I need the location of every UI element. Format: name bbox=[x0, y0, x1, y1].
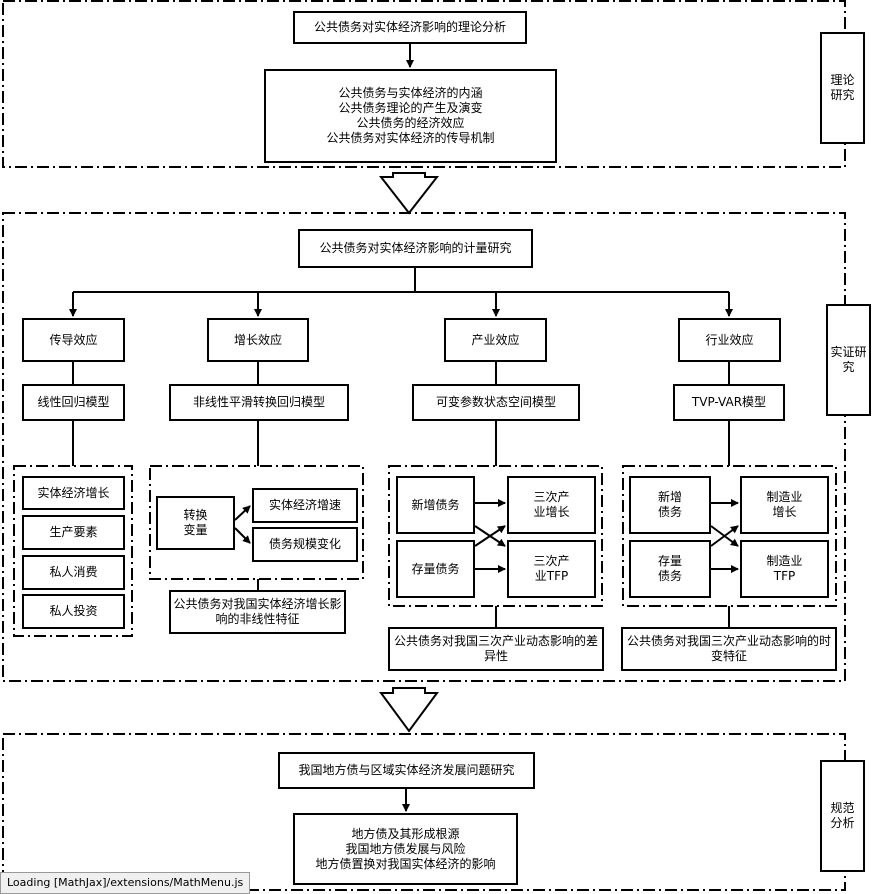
theory-content-box: 公共债务与实体经济的内涵 公共债务理论的产生及演变 公共债务的经济效应 公共债务… bbox=[264, 69, 557, 163]
normative-title-box: 我国地方债与区域实体经济发展问题研究 bbox=[278, 752, 535, 789]
growth-group-frame bbox=[149, 465, 364, 580]
empirical-section-frame bbox=[2, 212, 846, 682]
growth-conclusion-box: 公共债务对我国实体经济增长影 响的非线性特征 bbox=[169, 590, 346, 634]
transmission-model-box: 线性回归模型 bbox=[22, 384, 125, 421]
industry-input-box: 存量债务 bbox=[396, 540, 475, 598]
transmission-item: 私人消费 bbox=[22, 555, 125, 590]
empirical-title-box: 公共债务对实体经济影响的计量研究 bbox=[298, 229, 533, 268]
theory-content: 公共债务与实体经济的内涵 公共债务理论的产生及演变 公共债务的经济效应 公共债务… bbox=[326, 86, 495, 145]
growth-output-box: 债务规模变化 bbox=[252, 527, 358, 562]
growth-output-box: 实体经济增速 bbox=[252, 488, 358, 523]
section-label-empirical: 实证研究 bbox=[826, 304, 871, 416]
industry-output-box: 三次产 业增长 bbox=[507, 476, 596, 534]
normative-title: 我国地方债与区域实体经济发展问题研究 bbox=[298, 763, 515, 777]
transmission-item: 实体经济增长 bbox=[22, 476, 125, 510]
transmission-group-frame bbox=[13, 465, 133, 637]
empirical-title: 公共债务对实体经济影响的计量研究 bbox=[319, 241, 512, 255]
industry-conclusion-box: 公共债务对我国三次产业动态影响的差 异性 bbox=[388, 627, 604, 671]
industry-model-box: 可变参数状态空间模型 bbox=[412, 384, 580, 421]
growth-switch-variable-box: 转换 变量 bbox=[156, 496, 235, 550]
flow-arrow-empirical-to-normative bbox=[379, 687, 439, 733]
section-label-normative: 规范分析 bbox=[820, 760, 865, 872]
normative-content: 地方债及其形成根源 我国地方债发展与风险 地方债置换对我国实体经济的影响 bbox=[315, 826, 496, 871]
mathjax-status-bar: Loading [MathJax]/extensions/MathMenu.js bbox=[0, 872, 251, 894]
transmission-item: 生产要素 bbox=[22, 515, 125, 550]
section-label-theory: 理论研究 bbox=[820, 32, 865, 144]
industry-input-box: 新增债务 bbox=[396, 476, 475, 534]
growth-model-box: 非线性平滑转换回归模型 bbox=[169, 384, 349, 421]
transmission-item: 私人投资 bbox=[22, 594, 125, 629]
sector-input-box: 新增 债务 bbox=[629, 476, 711, 534]
industry-effect-box: 产业效应 bbox=[444, 318, 547, 362]
theory-title: 公共债务对实体经济影响的理论分析 bbox=[313, 20, 506, 34]
sector-model-box: TVP-VAR模型 bbox=[673, 384, 785, 421]
sector-effect-box: 行业效应 bbox=[678, 318, 781, 362]
flow-arrow-theory-to-empirical bbox=[378, 172, 440, 215]
sector-output-box: 制造业 增长 bbox=[740, 476, 829, 534]
sector-input-box: 存量 债务 bbox=[629, 540, 711, 598]
sector-output-box: 制造业 TFP bbox=[740, 540, 829, 598]
normative-content-box: 地方债及其形成根源 我国地方债发展与风险 地方债置换对我国实体经济的影响 bbox=[293, 813, 518, 885]
transmission-effect-box: 传导效应 bbox=[22, 318, 125, 362]
sector-conclusion-box: 公共债务对我国三次产业动态影响的时 变特征 bbox=[621, 627, 837, 671]
theory-title-box: 公共债务对实体经济影响的理论分析 bbox=[293, 11, 527, 44]
industry-output-box: 三次产 业TFP bbox=[507, 540, 596, 598]
growth-effect-box: 增长效应 bbox=[207, 318, 309, 362]
